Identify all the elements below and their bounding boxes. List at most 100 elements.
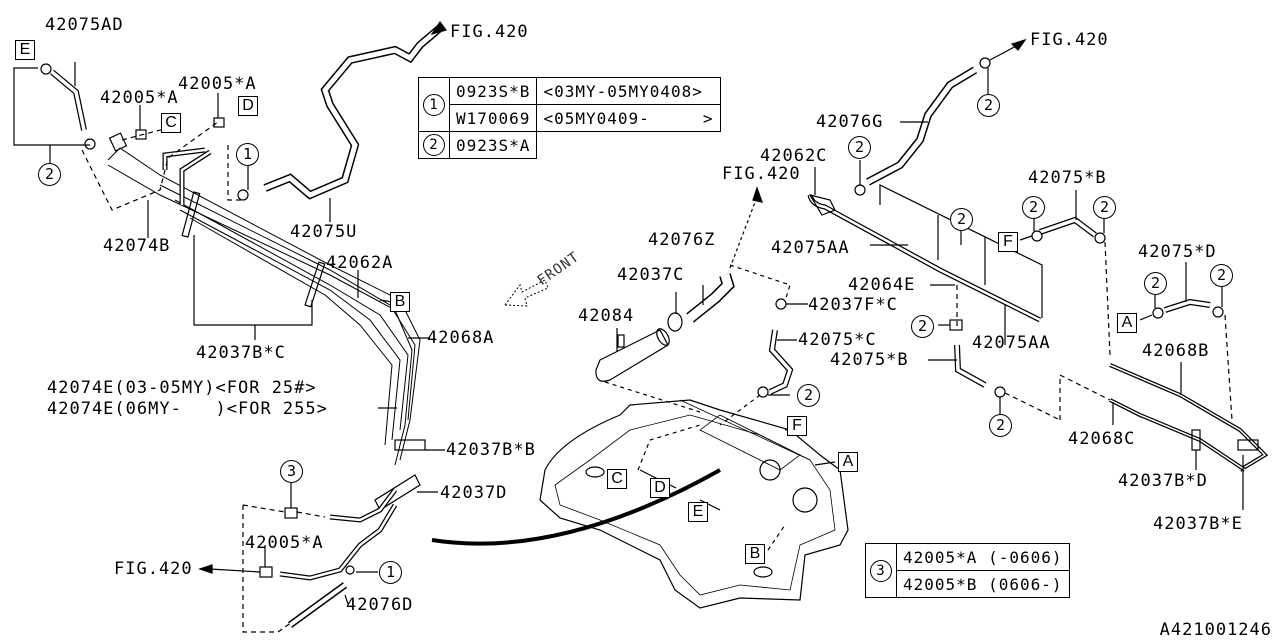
part-label-42076Z[interactable]: 42076Z <box>648 230 716 250</box>
callout-E[interactable]: E <box>688 502 708 522</box>
clip-42037BC-1 <box>181 191 201 238</box>
part-label-42068C[interactable]: 42068C <box>1068 429 1136 449</box>
ref-circle-2[interactable]: 2 <box>911 315 934 338</box>
legend-applicability: <05MY0409- > <box>536 104 721 132</box>
callout-E[interactable]: E <box>15 40 35 60</box>
ref-circle-1[interactable]: 1 <box>236 143 259 166</box>
part-label-42084[interactable]: 42084 <box>578 306 635 326</box>
legend-applicability: (-0606) <box>988 547 1063 567</box>
figure-ref-fig420[interactable]: FIG.420 <box>1030 30 1109 50</box>
part-label-42075B[interactable]: 42075*B <box>830 350 909 370</box>
ref-circle-1: 1 <box>423 93 445 116</box>
ref-circle-2[interactable]: 2 <box>848 136 871 159</box>
clamp-42037FC <box>775 298 787 310</box>
part-label-42037BD[interactable]: 42037B*D <box>1118 471 1208 491</box>
figure-ref-fig420[interactable]: FIG.420 <box>114 559 193 579</box>
legend-clamps-table: 1 0923S*B <03MY-05MY0408> W170069 <05MY0… <box>418 77 721 159</box>
callout-D[interactable]: D <box>650 478 670 498</box>
bracket-2 <box>13 67 90 146</box>
part-label-42005A[interactable]: 42005*A <box>100 88 179 108</box>
part-label-42062A[interactable]: 42062A <box>326 253 394 273</box>
callout-A[interactable]: A <box>1117 313 1137 333</box>
part-label-42037BC[interactable]: 42037B*C <box>196 343 286 363</box>
ref-circle-3[interactable]: 3 <box>280 460 303 483</box>
arrow-fig420-center <box>752 186 763 203</box>
part-label-42005A[interactable]: 42005*A <box>245 533 324 553</box>
legend-applicability: <03MY-05MY0408> <box>536 77 721 105</box>
ref-circle-2[interactable]: 2 <box>977 94 1000 117</box>
pointer-curve <box>431 468 721 546</box>
legend-row: 1 0923S*B <03MY-05MY0408> <box>418 77 721 132</box>
part-label-42037FC[interactable]: 42037F*C <box>808 295 898 315</box>
clip-42037BB <box>394 439 426 451</box>
part-label-42076D[interactable]: 42076D <box>346 595 414 615</box>
part-label-42068A[interactable]: 42068A <box>427 328 495 348</box>
legend-part-number[interactable]: 42005*B <box>903 574 978 594</box>
part-label-42005A[interactable]: 42005*A <box>178 74 257 94</box>
ref-circle-2[interactable]: 2 <box>989 414 1012 437</box>
part-label-42074E-06MY[interactable]: 42074E(06MY- )<FOR 255> <box>47 399 328 419</box>
legend-row: 42005*B (0606-) <box>866 570 1070 598</box>
part-label-42075D[interactable]: 42075*D <box>1138 242 1217 262</box>
ref-circle-3: 3 <box>870 559 892 582</box>
figure-ref-fig420[interactable]: FIG.420 <box>722 164 801 184</box>
legend-part-number[interactable]: W170069 <box>448 104 538 132</box>
callout-B[interactable]: B <box>745 544 765 564</box>
ref-circle-2[interactable]: 2 <box>1210 264 1233 287</box>
part-label-42075U[interactable]: 42075U <box>290 222 358 242</box>
part-label-42075B[interactable]: 42075*B <box>1028 168 1107 188</box>
part-label-42037BE[interactable]: 42037B*E <box>1153 514 1243 534</box>
part-label-42062C[interactable]: 42062C <box>760 146 828 166</box>
legend-part-number[interactable]: 42005*A <box>903 547 978 567</box>
part-42084 <box>595 329 669 382</box>
part-label-42075C[interactable]: 42075*C <box>798 330 877 350</box>
legend-connectors-table: 3 42005*A (-0606) 42005*B (0606-) <box>865 543 1070 598</box>
arrow-fig420-left <box>198 564 213 574</box>
legend-part-number[interactable]: 0923S*B <box>448 77 538 105</box>
fuel-tank <box>539 399 849 609</box>
part-label-42037BB[interactable]: 42037B*B <box>446 440 536 460</box>
clip-42037BC-2 <box>304 261 326 308</box>
callout-A[interactable]: A <box>838 452 858 472</box>
arrow-fig420-right <box>1010 38 1027 51</box>
arrow-fig420-top <box>430 20 448 36</box>
ref-circle-2[interactable]: 2 <box>1022 196 1045 219</box>
part-label-42075AA[interactable]: 42075AA <box>972 333 1051 353</box>
document-id: A421001246 <box>1159 620 1272 640</box>
ref-circle-2[interactable]: 2 <box>1144 272 1167 295</box>
clamp-1 <box>237 189 249 201</box>
ref-circle-2[interactable]: 2 <box>38 163 61 186</box>
callout-B[interactable]: B <box>390 292 410 312</box>
legend-row: W170069 <05MY0409- > <box>419 104 721 132</box>
callout-C[interactable]: C <box>607 469 627 489</box>
part-label-42068B[interactable]: 42068B <box>1142 341 1210 361</box>
ref-circle-2: 2 <box>423 134 445 156</box>
part-label-42076G[interactable]: 42076G <box>816 112 884 132</box>
callout-F[interactable]: F <box>787 416 807 436</box>
ref-circle-2[interactable]: 2 <box>797 384 820 407</box>
callout-F[interactable]: F <box>998 232 1018 252</box>
ref-circle-2[interactable]: 2 <box>950 208 973 231</box>
clamp <box>40 63 52 75</box>
legend-part-number[interactable]: 0923S*A <box>448 131 538 159</box>
clamp-42037C <box>667 312 683 332</box>
clamp <box>84 138 96 150</box>
part-label-42075AD[interactable]: 42075AD <box>45 15 124 35</box>
part-label-42037D[interactable]: 42037D <box>440 483 508 503</box>
legend-applicability: (0606-) <box>988 574 1063 594</box>
figure-ref-fig420[interactable]: FIG.420 <box>450 22 529 42</box>
callout-C[interactable]: C <box>161 113 181 133</box>
legend-row: 2 0923S*A <box>418 131 721 159</box>
ref-circle-2[interactable]: 2 <box>1093 196 1116 219</box>
pipe-42068B <box>1109 363 1269 472</box>
legend-row: 3 42005*A (-0606) <box>865 543 1070 598</box>
ref-circle-1[interactable]: 1 <box>379 561 402 584</box>
part-label-42037C[interactable]: 42037C <box>617 265 685 285</box>
hose-42076G <box>866 66 978 186</box>
callout-D[interactable]: D <box>238 96 258 116</box>
part-label-42074B[interactable]: 42074B <box>103 236 171 256</box>
part-label-42075AA[interactable]: 42075AA <box>771 238 850 258</box>
part-label-42074E-03-05MY[interactable]: 42074E(03-05MY)<FOR 25#> <box>47 378 317 398</box>
part-label-42064E[interactable]: 42064E <box>848 275 916 295</box>
